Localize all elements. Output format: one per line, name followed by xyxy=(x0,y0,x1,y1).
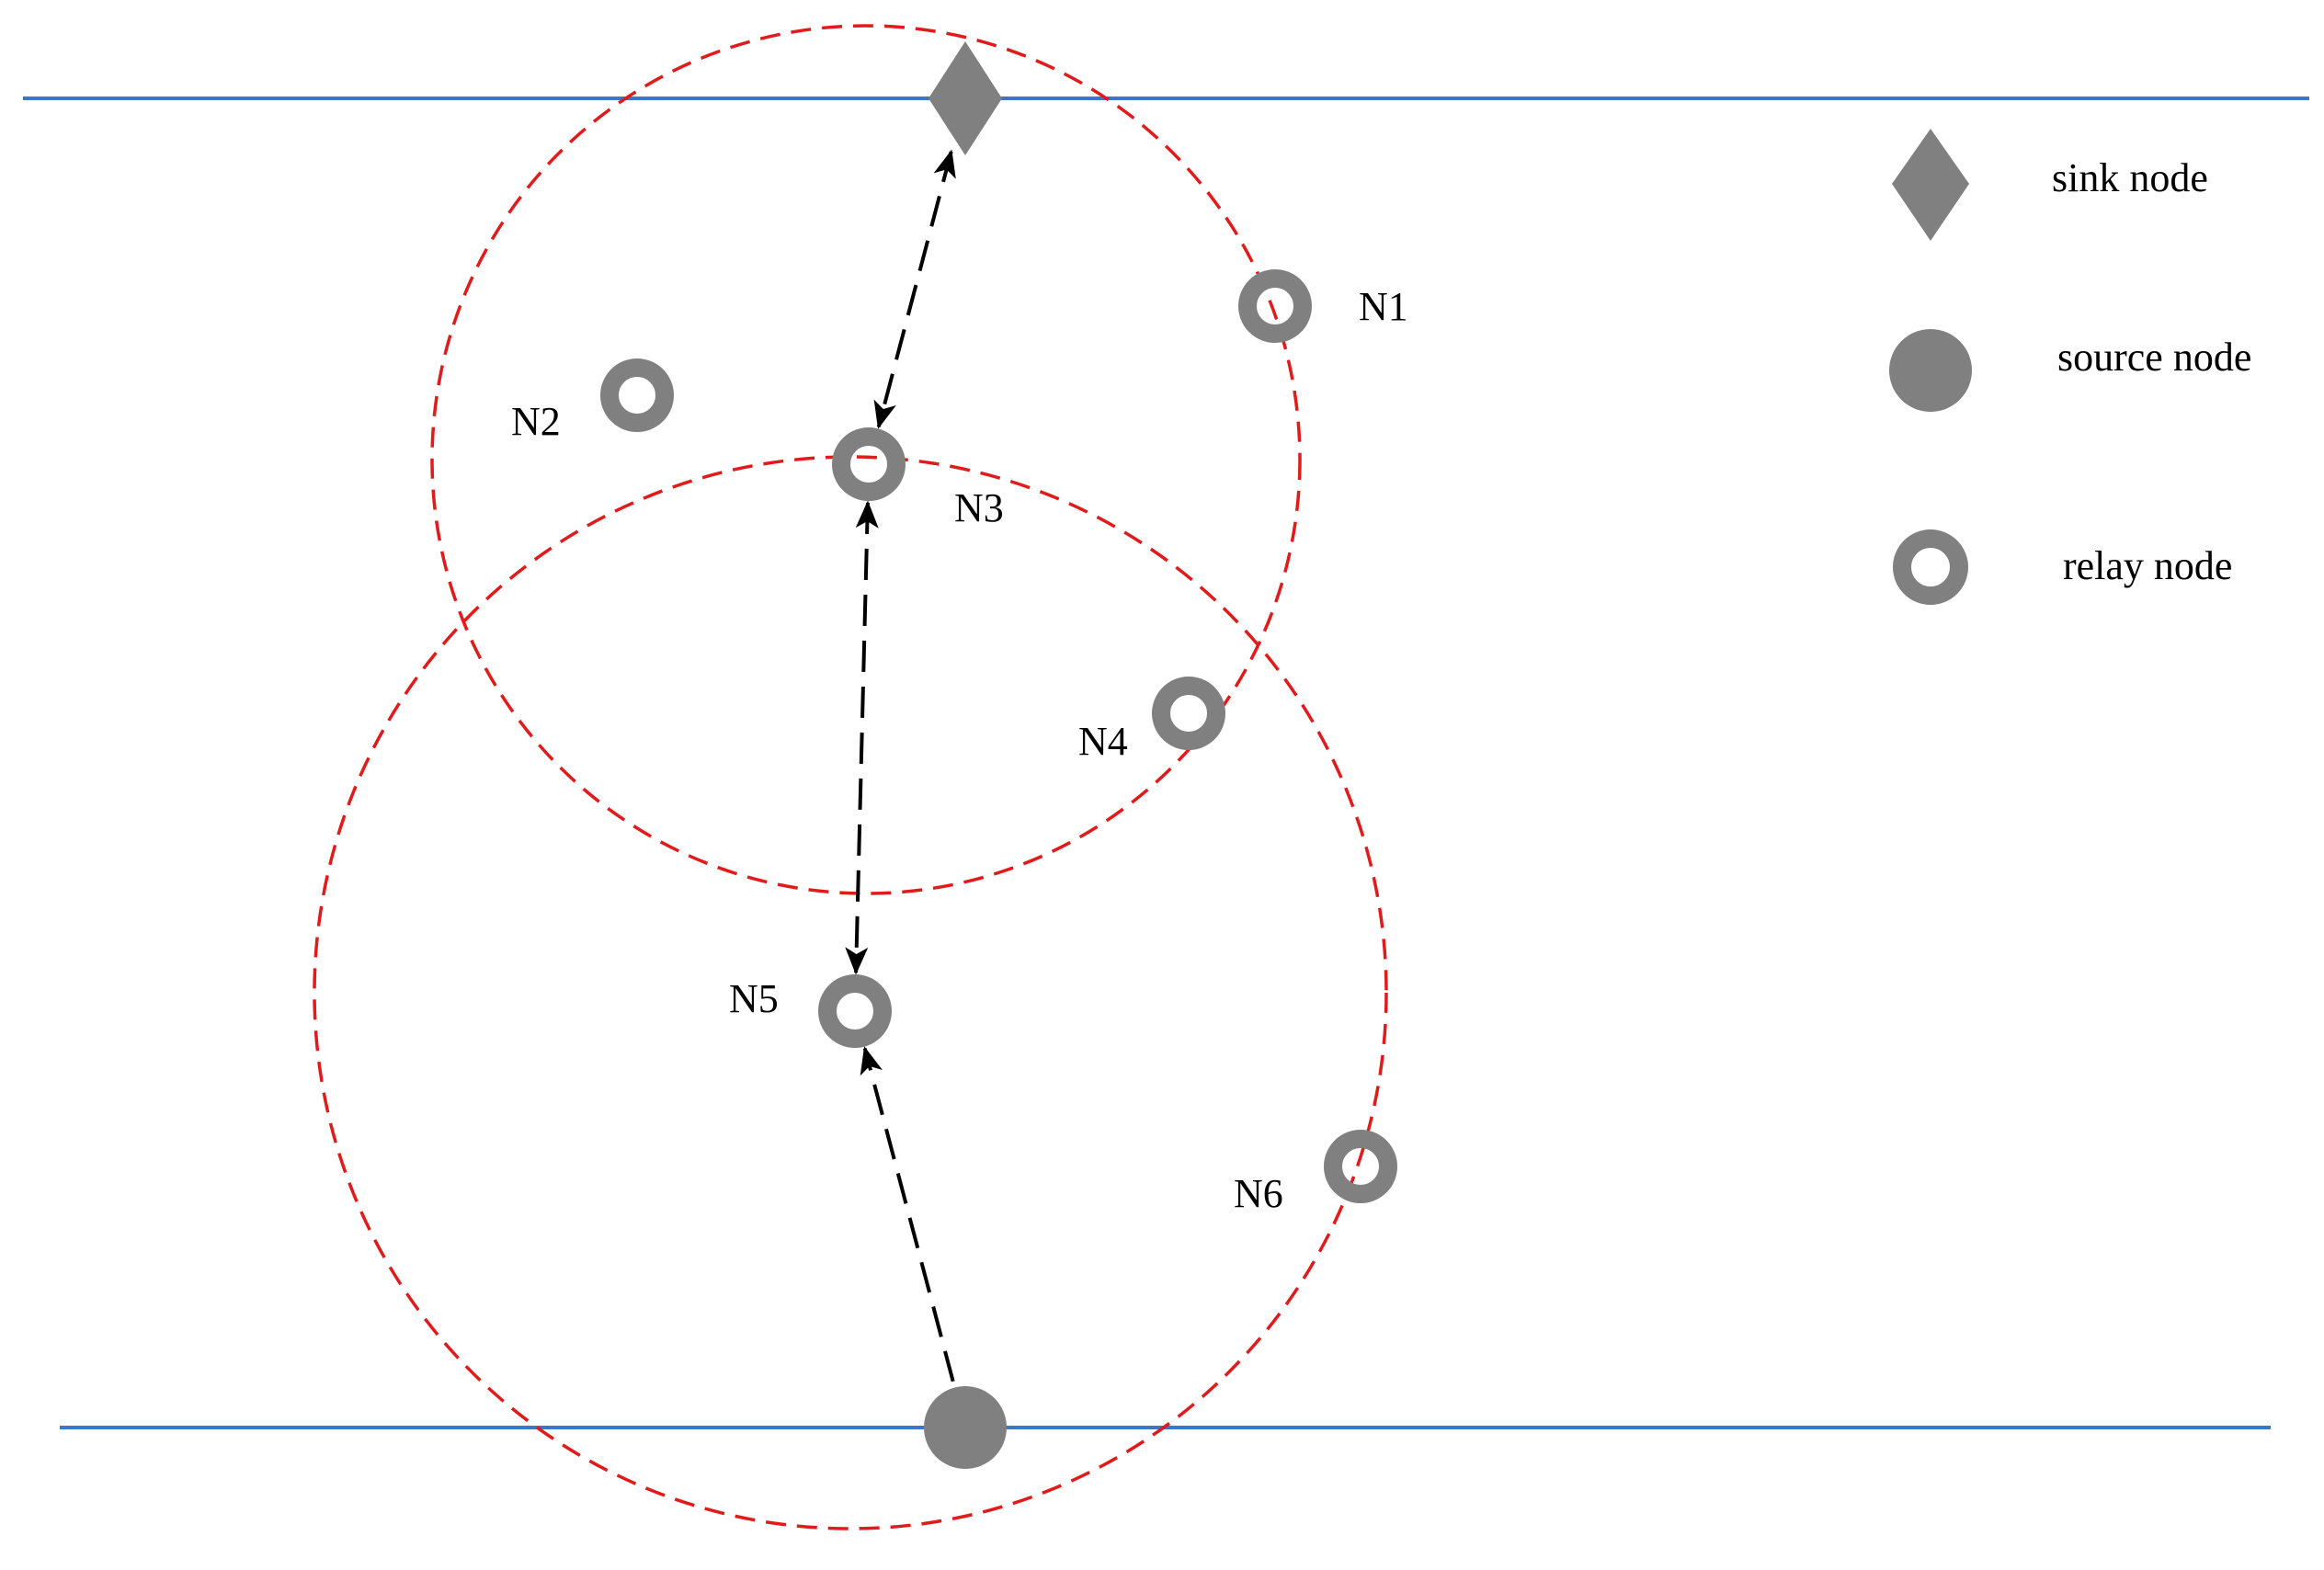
link-sink-N3 xyxy=(873,149,956,429)
legend-diamond-icon xyxy=(1892,129,1969,241)
range-circle-upper xyxy=(430,24,1302,895)
node-label-N5: N5 xyxy=(729,976,779,1021)
relay-node-N4-ring-icon xyxy=(1152,677,1225,750)
node-label-N3: N3 xyxy=(954,485,1004,530)
links-group xyxy=(845,149,956,1382)
range-circle-lower xyxy=(313,455,1388,1530)
legend-label-source: source node xyxy=(2057,335,2251,380)
node-label-N2: N2 xyxy=(511,399,561,444)
legend: sink node source node relay node xyxy=(1889,129,2251,605)
node-label-N6: N6 xyxy=(1234,1171,1283,1216)
legend-ring-icon xyxy=(1893,529,1968,605)
relay-node-N3-ring-icon xyxy=(832,427,906,501)
node-label-N4: N4 xyxy=(1078,719,1128,764)
link-N3-N5 xyxy=(845,500,879,975)
legend-label-sink: sink node xyxy=(2052,155,2208,200)
legend-label-relay: relay node xyxy=(2063,543,2232,588)
sink-node-diamond-icon xyxy=(928,41,1002,155)
relay-node-N6-ring-icon xyxy=(1324,1130,1397,1203)
link-source-N5 xyxy=(860,1046,955,1382)
relay-node-N1-ring-icon xyxy=(1238,269,1312,343)
node-label-N1: N1 xyxy=(1359,284,1408,329)
legend-filled-circle-icon xyxy=(1889,329,1972,412)
relay-node-N2-ring-icon xyxy=(600,358,674,432)
relay-node-N5-ring-icon xyxy=(818,974,892,1048)
source-node-circle-icon xyxy=(924,1386,1007,1469)
